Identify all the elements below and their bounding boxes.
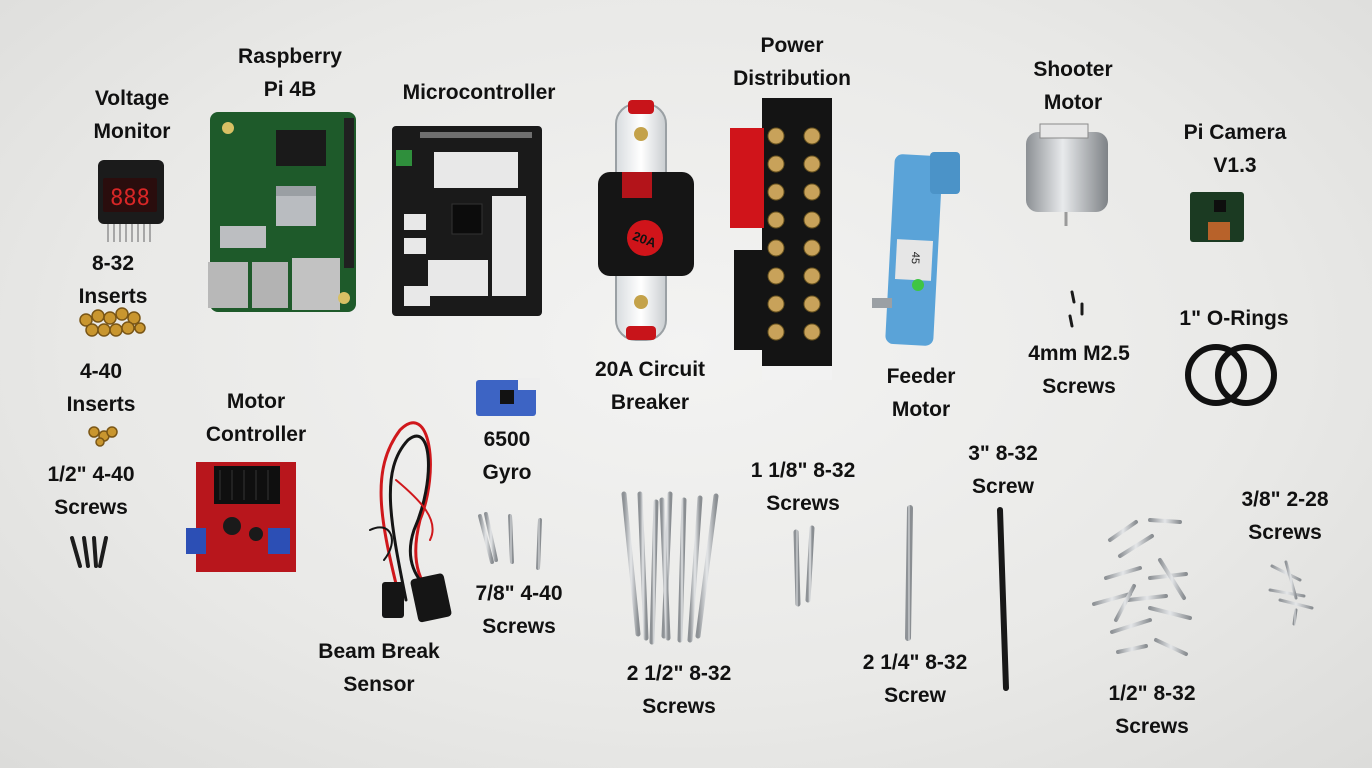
motor-controller-board <box>186 462 296 572</box>
pi-camera-module <box>1190 192 1244 242</box>
microcontroller-board <box>392 126 542 316</box>
o-rings-pair <box>1185 344 1277 406</box>
feeder-motor-device: 45 <box>872 152 960 346</box>
label-o-rings: 1" O-Rings <box>1179 307 1289 330</box>
screws-7-8-440-pile <box>478 512 542 570</box>
screws-half-832-pile <box>1092 518 1192 656</box>
svg-text:888: 888 <box>110 186 150 211</box>
inserts-440-pile <box>88 426 118 447</box>
circuit-breaker-device: 20A <box>598 100 694 341</box>
feeder-sticker-mark: 45 <box>909 252 922 265</box>
gyro-board <box>476 378 540 416</box>
inserts-832-pile <box>79 307 146 337</box>
shooter-motor-device <box>1026 123 1108 226</box>
screws-m25-pile <box>1068 290 1084 328</box>
voltage-monitor-device: 888 <box>98 160 164 242</box>
raspberry-pi-board <box>208 112 356 312</box>
screws-half-440-pile <box>70 536 108 568</box>
screw-2-1-4-832-item <box>905 505 913 641</box>
screws-1-1-8-832-pile <box>793 525 815 607</box>
screws-2-1-2-832-pile <box>621 491 719 645</box>
beam-break-sensor-device <box>369 421 452 623</box>
screw-3-832-item <box>997 507 1009 691</box>
screws-3-8-228-pile <box>1268 560 1314 626</box>
label-microcontroller: Microcontroller <box>402 81 556 104</box>
power-distribution-block <box>730 98 832 380</box>
